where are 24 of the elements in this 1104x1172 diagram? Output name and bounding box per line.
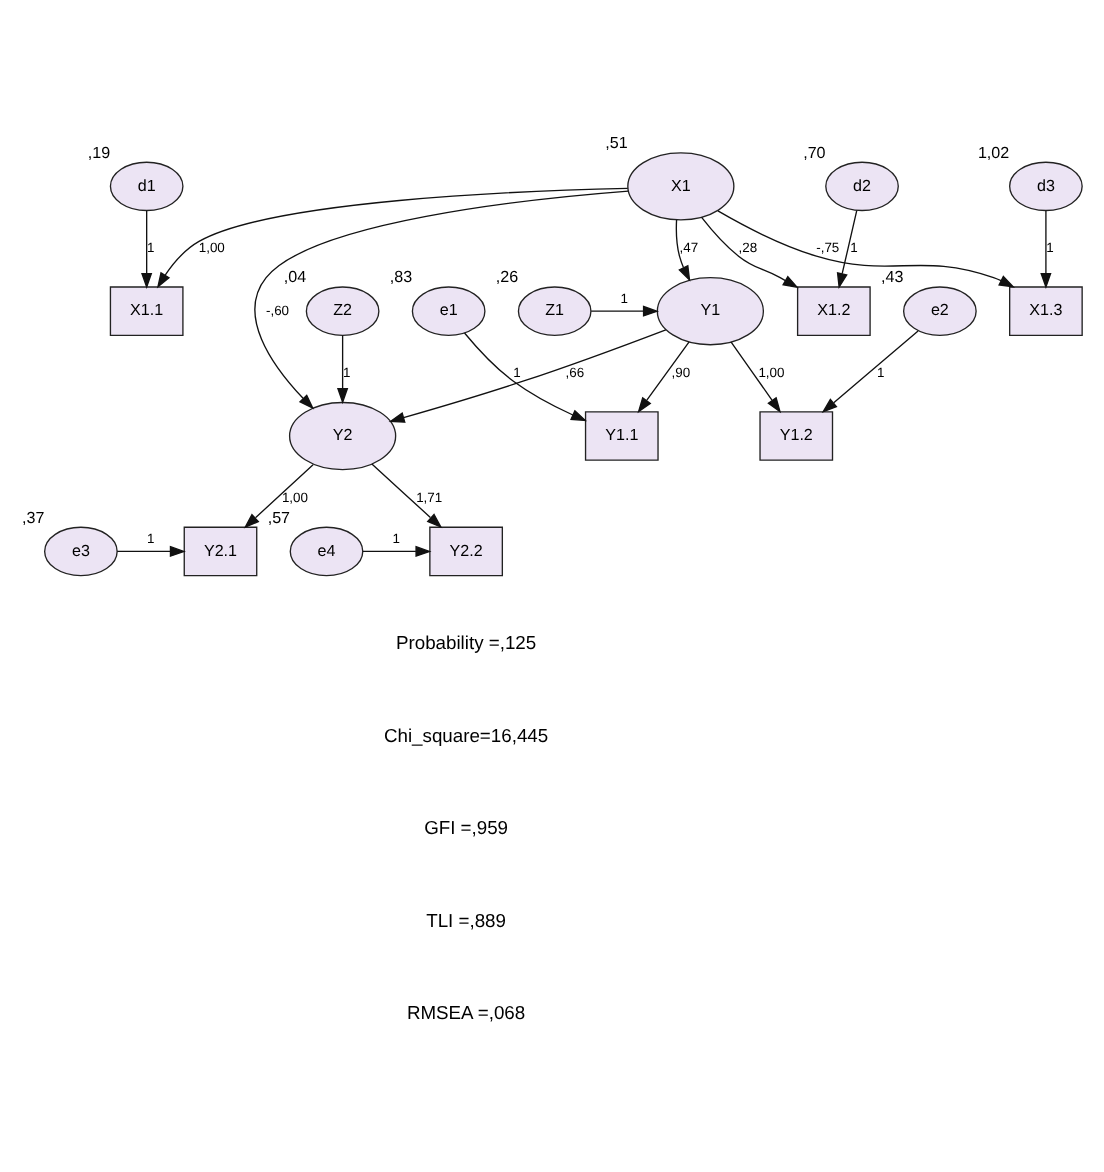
arrow	[700, 215, 799, 288]
arrow	[675, 218, 691, 281]
arrow	[156, 186, 629, 288]
arrow	[243, 462, 314, 528]
arrow	[362, 544, 432, 557]
label: Chi_square=16,445	[383, 722, 549, 745]
label: Probability =,125	[395, 630, 537, 653]
arrow	[730, 340, 782, 413]
label: TLI =,889	[426, 907, 506, 930]
arrow	[590, 304, 660, 316]
arrow	[463, 331, 588, 421]
arrow	[821, 329, 919, 413]
arrow	[116, 544, 186, 557]
arrow	[836, 209, 858, 288]
arrow	[371, 462, 443, 528]
arrow	[1040, 209, 1052, 288]
arrow	[717, 209, 1015, 287]
arrow	[388, 328, 667, 422]
label: RMSEA =,068	[406, 1000, 526, 1023]
label: GFI =,959	[424, 815, 509, 838]
arrow	[254, 189, 629, 409]
arrow	[141, 209, 153, 288]
arrow	[337, 333, 349, 404]
arrow	[637, 340, 690, 413]
